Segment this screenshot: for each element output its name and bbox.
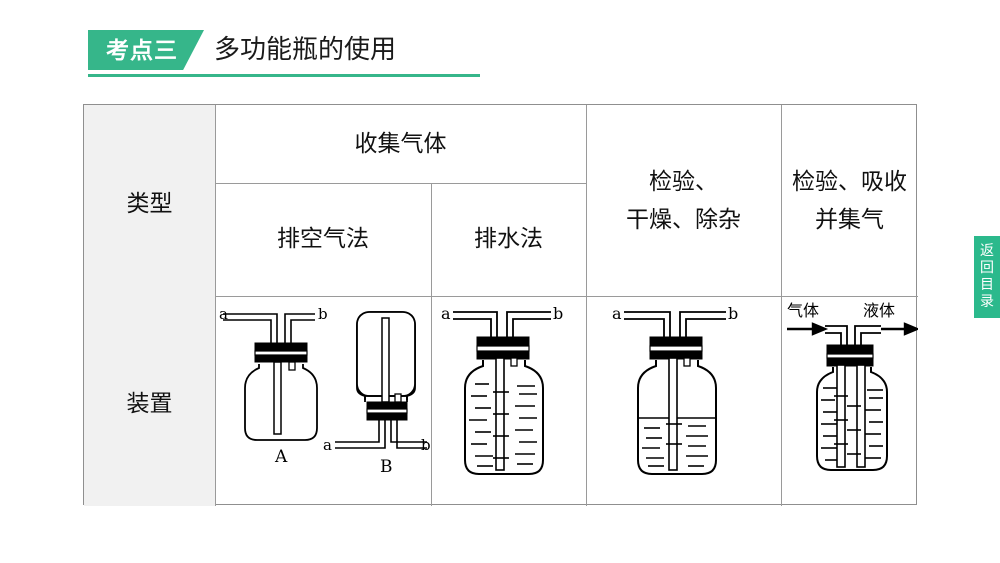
- column-divider-2: [431, 183, 432, 506]
- flow-in-label: 气体: [787, 301, 819, 320]
- group-header-divider: [215, 183, 586, 184]
- water-bottle-tube-label-b: b: [553, 304, 563, 323]
- testdry-bottle-tube-label-b: b: [728, 304, 738, 323]
- bottle-a-caption: A: [274, 447, 288, 467]
- flow-out-label: 液体: [863, 301, 895, 320]
- row-label-type-text: 类型: [126, 190, 173, 217]
- comparison-table: 类型 收集气体 排空气法 排水法 检验、 干燥、除杂 检验、吸收 并集气 装置: [83, 104, 918, 506]
- figure-cell-test-absorb: 气体 液体: [781, 296, 918, 506]
- apparatus-diagram-test-dry: a b: [612, 304, 738, 475]
- apparatus-diagram-test-absorb: 气体 液体: [787, 301, 918, 471]
- return-tab-char-2: 回: [980, 259, 994, 275]
- col-header-test-dry-line-2: 干燥、除杂: [626, 206, 741, 233]
- figure-cell-air-displacement: a b A: [215, 296, 431, 506]
- bottle-b: [335, 311, 427, 449]
- col-header-air-displacement-text: 排空气法: [277, 226, 369, 252]
- row-label-type: 类型: [84, 105, 215, 296]
- bottle-a-tube-label-b: b: [318, 305, 328, 323]
- bottle-a: [223, 313, 318, 441]
- row-label-apparatus-text: 装置: [126, 391, 173, 417]
- return-tab-char-4: 录: [980, 293, 994, 309]
- figure-cell-water-displacement: a b: [431, 296, 586, 506]
- col-header-test-absorb-text: 检验、吸收 并集气: [792, 163, 907, 239]
- flow-arrows: [787, 322, 918, 336]
- liquid-hatching-half: [642, 425, 708, 467]
- section-badge: 考点三: [88, 30, 204, 70]
- col-header-test-dry-line-1: 检验、: [649, 168, 718, 195]
- apparatus-diagram-water-displacement: a b: [441, 304, 563, 475]
- col-header-test-absorb-line-1: 检验、吸收: [792, 168, 907, 195]
- header-row-divider: [84, 296, 918, 297]
- header-underline: [88, 74, 480, 77]
- col-header-test-absorb: 检验、吸收 并集气: [781, 105, 918, 296]
- group-header-collect-gas-text: 收集气体: [354, 130, 447, 157]
- page-title: 多功能瓶的使用: [214, 35, 397, 65]
- col-header-test-dry: 检验、 干燥、除杂: [586, 105, 781, 296]
- apparatus-diagram-air-displacement: a b A: [219, 305, 431, 477]
- column-divider-1: [215, 105, 216, 506]
- column-divider-4: [781, 105, 782, 506]
- liquid-hatching-full: [821, 387, 883, 461]
- return-to-contents-tab[interactable]: 返 回 目 录: [974, 236, 1000, 318]
- bottle-a-tube-label-a: a: [219, 305, 228, 323]
- row-label-apparatus: 装置: [84, 296, 215, 506]
- bottle-b-caption: B: [380, 457, 393, 477]
- bottle-b-tube-label-b: b: [421, 436, 431, 454]
- col-header-water-displacement-text: 排水法: [474, 226, 543, 252]
- return-tab-char-1: 返: [980, 242, 994, 258]
- testdry-bottle-tube-label-a: a: [612, 304, 622, 323]
- bottle-b-tube-label-a: a: [323, 436, 332, 454]
- col-header-air-displacement: 排空气法: [215, 183, 431, 296]
- col-header-test-dry-text: 检验、 干燥、除杂: [626, 163, 741, 239]
- water-bottle-tube-label-a: a: [441, 304, 451, 323]
- slide-header: 考点三 多功能瓶的使用: [88, 30, 488, 80]
- col-header-test-absorb-line-2: 并集气: [815, 206, 884, 233]
- figure-cell-test-dry: a b: [586, 296, 781, 506]
- return-tab-char-3: 目: [980, 276, 994, 292]
- column-divider-3: [586, 105, 587, 506]
- group-header-collect-gas: 收集气体: [215, 105, 586, 183]
- liquid-hatching-full: [469, 383, 537, 467]
- col-header-water-displacement: 排水法: [431, 183, 586, 296]
